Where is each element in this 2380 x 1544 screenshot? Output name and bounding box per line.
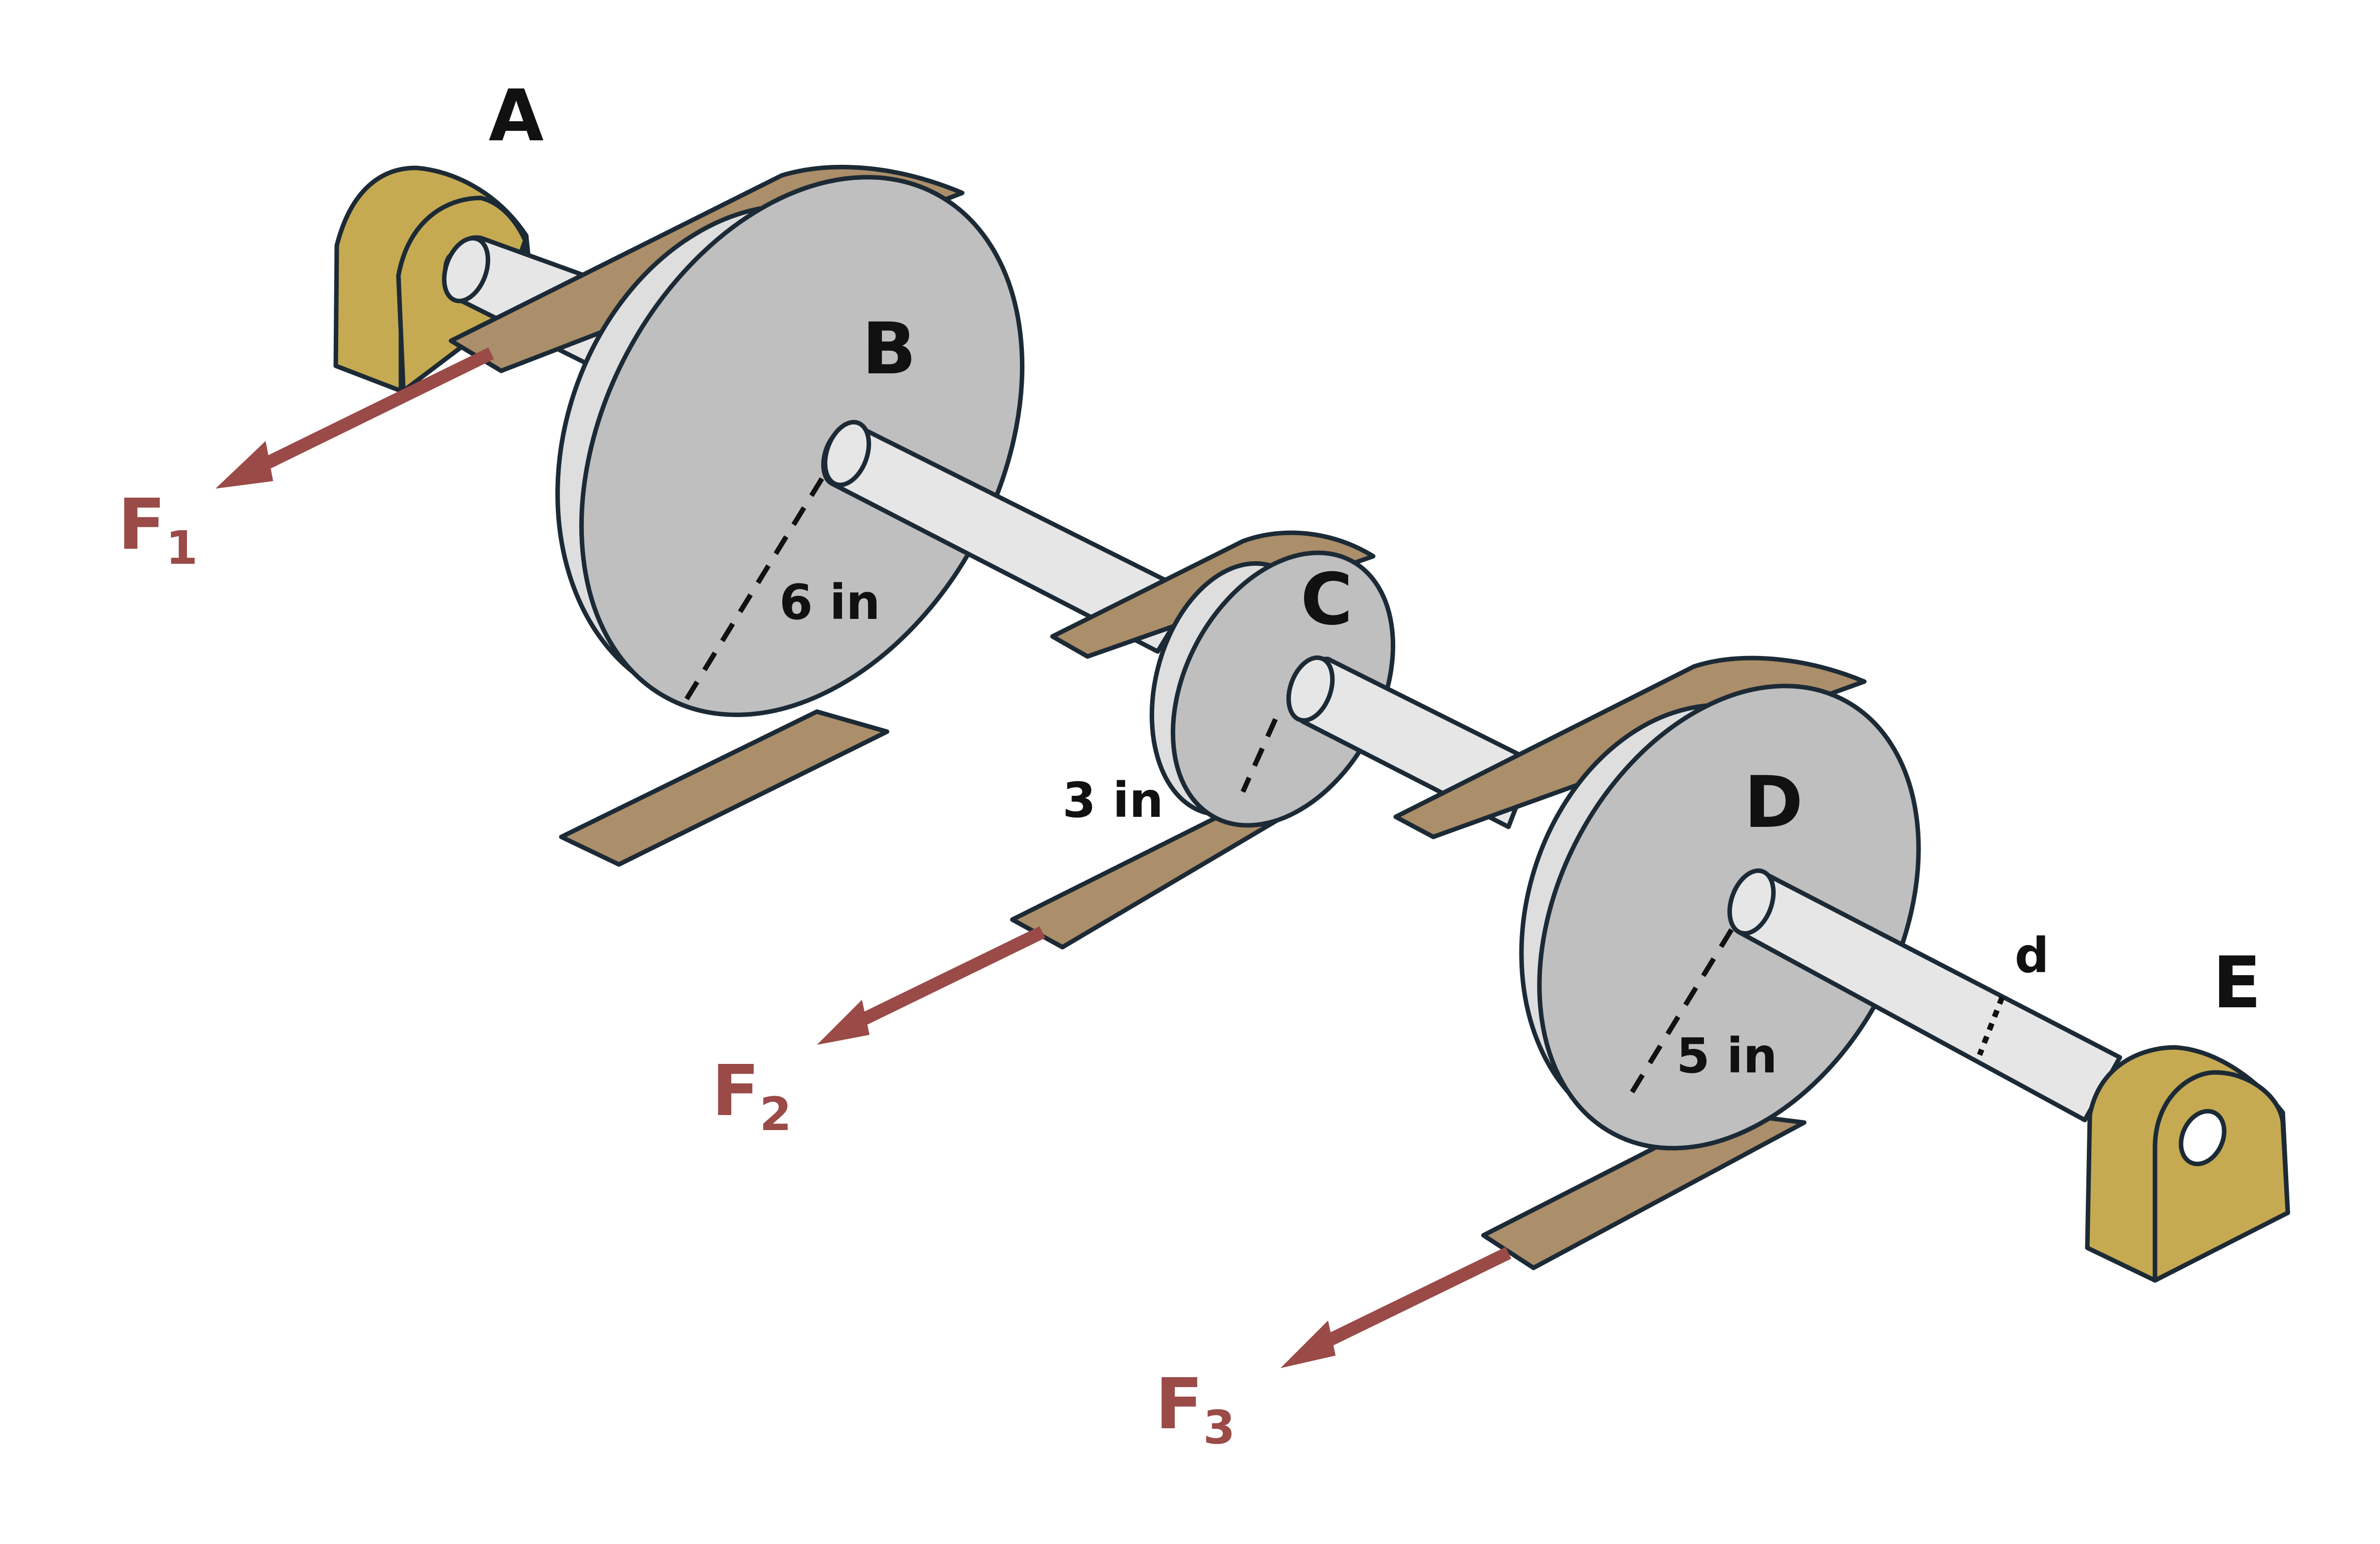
dim-c-radius: 3 in <box>1062 772 1163 828</box>
radius-line-b <box>684 477 824 701</box>
diameter-marker-d <box>1977 996 2005 1056</box>
force-arrow-f3-line <box>1310 1247 1511 1354</box>
shaft-segment-de <box>1727 868 2122 1123</box>
force-arrow-f2-head <box>817 1000 870 1045</box>
dim-b-radius: 6 in <box>779 574 880 630</box>
label-a: A <box>489 75 544 157</box>
force-f3-symbol: F <box>1155 1364 1203 1445</box>
label-b: B <box>862 308 916 390</box>
force-f2-subscript: 2 <box>760 1087 792 1141</box>
label-c: C <box>1301 558 1353 641</box>
label-d: D <box>1744 761 1803 844</box>
force-f2-symbol: F <box>712 1050 760 1132</box>
force-f1-symbol: F <box>118 484 166 566</box>
dim-shaft-diameter: d <box>2015 928 2049 984</box>
pulley-c <box>1149 550 1395 828</box>
force-label-f2: F2 <box>712 1050 792 1141</box>
label-e: E <box>2213 942 2261 1024</box>
bearing-e <box>2085 1045 2290 1283</box>
force-arrow-f1-head <box>215 441 273 489</box>
force-label-f1: F1 <box>118 484 198 575</box>
force-f3-subscript: 3 <box>1203 1401 1235 1454</box>
force-arrow-f3-head <box>1280 1320 1336 1368</box>
radius-line-c <box>1240 718 1278 793</box>
force-f1-subscript: 1 <box>166 521 198 575</box>
dim-d-radius: 5 in <box>1676 1028 1777 1084</box>
force-label-f3: F3 <box>1155 1364 1235 1454</box>
force-arrow-f2-line <box>844 926 1045 1033</box>
pulley-b <box>555 175 1025 717</box>
force-arrow-f1-line <box>243 347 494 480</box>
